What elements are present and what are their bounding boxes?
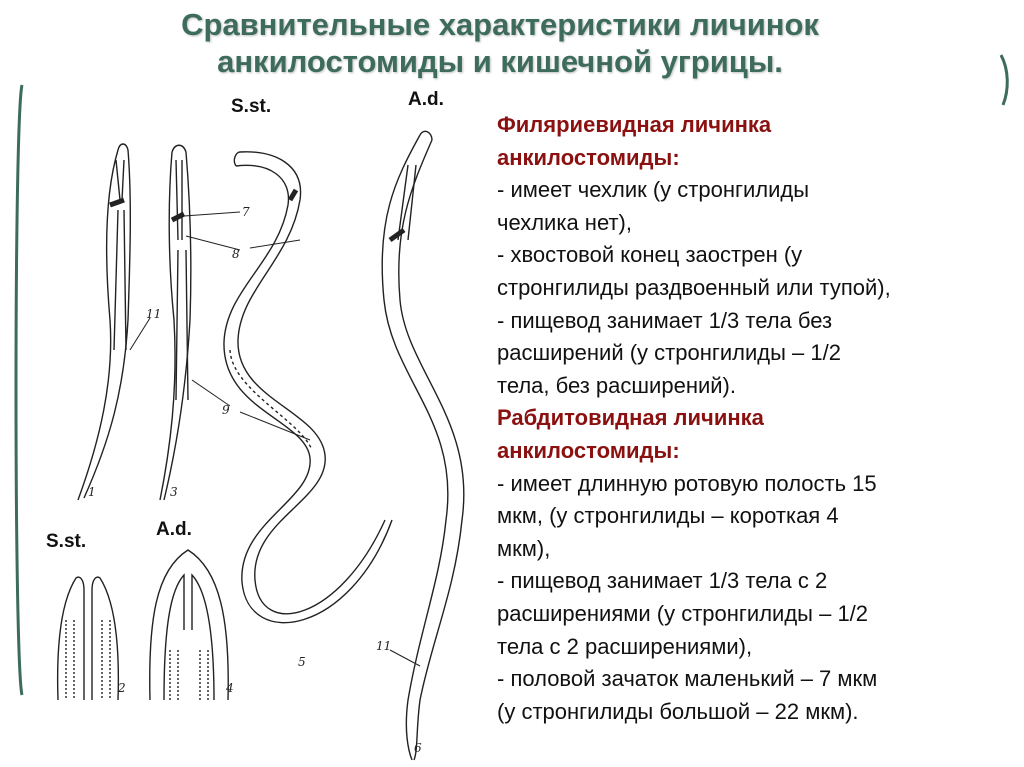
annotation-11b: 11 — [376, 639, 391, 653]
figure-annotation-numbers: 7 8 11 9 1 3 5 11 6 2 4 — [88, 205, 422, 755]
section-2-heading: Рабдитовидная личинка анкилостомиды: — [497, 402, 1012, 467]
section-1-heading: Филяриевидная личинка анкилостомиды: — [497, 109, 1012, 174]
anterior-end-4-drawing — [149, 549, 229, 701]
annotation-leader-lines — [129, 211, 421, 667]
section-1-item: - хвостовой конец заострен (у стронгилид… — [497, 242, 891, 300]
label-s-st-bottom: S.st. — [46, 531, 87, 552]
larva-5-drawing — [223, 151, 393, 624]
section-2-item: - пищевод занимает 1/3 тела с 2 расширен… — [497, 568, 869, 659]
section-1-heading-line-2: анкилостомиды: — [497, 144, 680, 170]
annotation-11: 11 — [146, 307, 161, 321]
annotation-3: 3 — [170, 485, 178, 499]
section-2-heading-line-1: Рабдитовидная личинка — [497, 405, 764, 431]
slide-title: Сравнительные характеристики личинок анк… — [60, 6, 940, 80]
section-2-item: - половой зачаток маленький – 7 мкм (у с… — [497, 666, 878, 724]
larvae-illustration: 7 8 11 9 1 3 5 11 6 2 4 — [56, 130, 465, 761]
section-1-item: - пищевод занимает 1/3 тела без расширен… — [497, 307, 841, 398]
annotation-7: 7 — [242, 205, 250, 219]
description-text: Филяриевидная личинка анкилостомиды: - им… — [497, 109, 1012, 728]
title-line-1: Сравнительные характеристики личинок — [181, 7, 819, 42]
section-1-item: - имеет чехлик (у стронгилиды чехлика не… — [497, 177, 810, 235]
label-s-st-top: S.st. — [231, 96, 272, 117]
larva-6-drawing — [381, 130, 465, 761]
section-1-heading-line-1: Филяриевидная личинка — [497, 112, 772, 137]
anterior-end-2-drawing — [56, 576, 120, 701]
annotation-6: 6 — [414, 741, 422, 755]
annotation-5: 5 — [298, 655, 306, 669]
label-a-d-top: A.d. — [408, 89, 444, 110]
annotation-9: 9 — [222, 403, 230, 417]
section-2-item: - имеет длинную ротовую полость 15 мкм, … — [497, 470, 877, 561]
annotation-8: 8 — [232, 247, 240, 261]
left-bracket-decoration — [14, 84, 24, 696]
label-a-d-bottom: A.d. — [156, 519, 192, 540]
section-2-heading-line-2: анкилостомиды: — [497, 437, 680, 463]
larva-3-drawing — [159, 144, 192, 501]
annotation-2: 2 — [117, 681, 126, 695]
larva-1-drawing — [77, 143, 132, 501]
right-bracket-decoration — [999, 54, 1009, 106]
annotation-4: 4 — [225, 681, 234, 695]
annotation-1: 1 — [88, 485, 96, 499]
title-line-2: анкилостомиды и кишечной угрицы. — [217, 44, 783, 79]
